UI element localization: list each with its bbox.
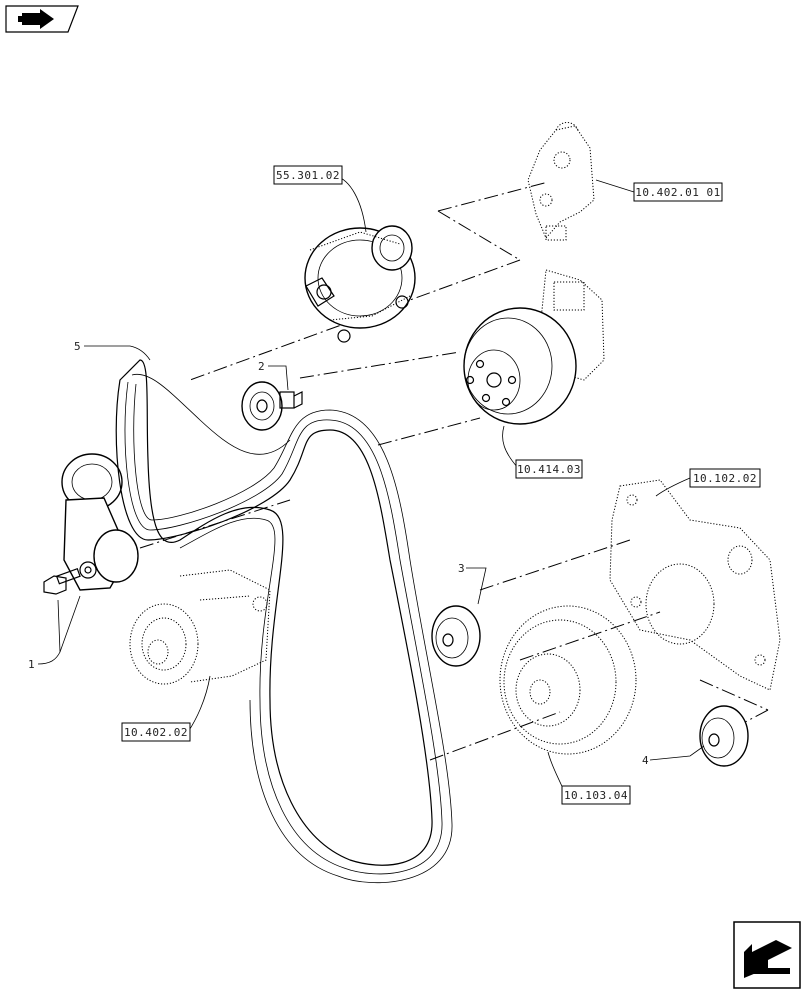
svg-text:10.103.04: 10.103.04 <box>564 789 628 802</box>
svg-text:10.414.03: 10.414.03 <box>517 463 581 476</box>
idler-pulley-2 <box>241 381 303 431</box>
belt-tensioner <box>61 453 139 591</box>
alternator <box>304 225 416 343</box>
thermostat-housing <box>527 122 595 241</box>
callout-5: 5 <box>74 340 81 353</box>
poly-v-belt <box>115 359 453 884</box>
callout-4: 4 <box>642 754 649 767</box>
alignment-lines <box>139 181 769 761</box>
ref-thermostat-housing[interactable]: 10.402.01 01 <box>633 182 723 202</box>
svg-text:10.402.02: 10.402.02 <box>124 726 188 739</box>
callout-1: 1 <box>28 658 35 671</box>
idler-pulley-4 <box>699 705 749 767</box>
ref-tensioner-assembly[interactable]: 10.402.02 <box>121 722 191 742</box>
callout-2: 2 <box>258 360 265 373</box>
ref-water-pump[interactable]: 10.414.03 <box>515 459 583 479</box>
idler-pulley-3 <box>431 605 481 667</box>
svg-text:10.402.01 01: 10.402.01 01 <box>635 186 720 199</box>
next-page-arrow-icon[interactable] <box>733 921 801 989</box>
ref-alternator[interactable]: 55.301.02 <box>273 165 343 185</box>
ref-front-cover[interactable]: 10.102.02 <box>689 468 761 488</box>
crankshaft-damper <box>499 605 637 755</box>
front-cover <box>609 479 781 691</box>
tensioner-assembly <box>129 569 271 685</box>
ref-damper[interactable]: 10.103.04 <box>561 785 631 805</box>
bolt-1 <box>43 567 81 595</box>
svg-text:10.102.02: 10.102.02 <box>693 472 757 485</box>
callout-3: 3 <box>458 562 465 575</box>
water-pump <box>463 269 605 425</box>
svg-text:55.301.02: 55.301.02 <box>276 169 340 182</box>
book-arrow-icon[interactable] <box>5 5 79 33</box>
